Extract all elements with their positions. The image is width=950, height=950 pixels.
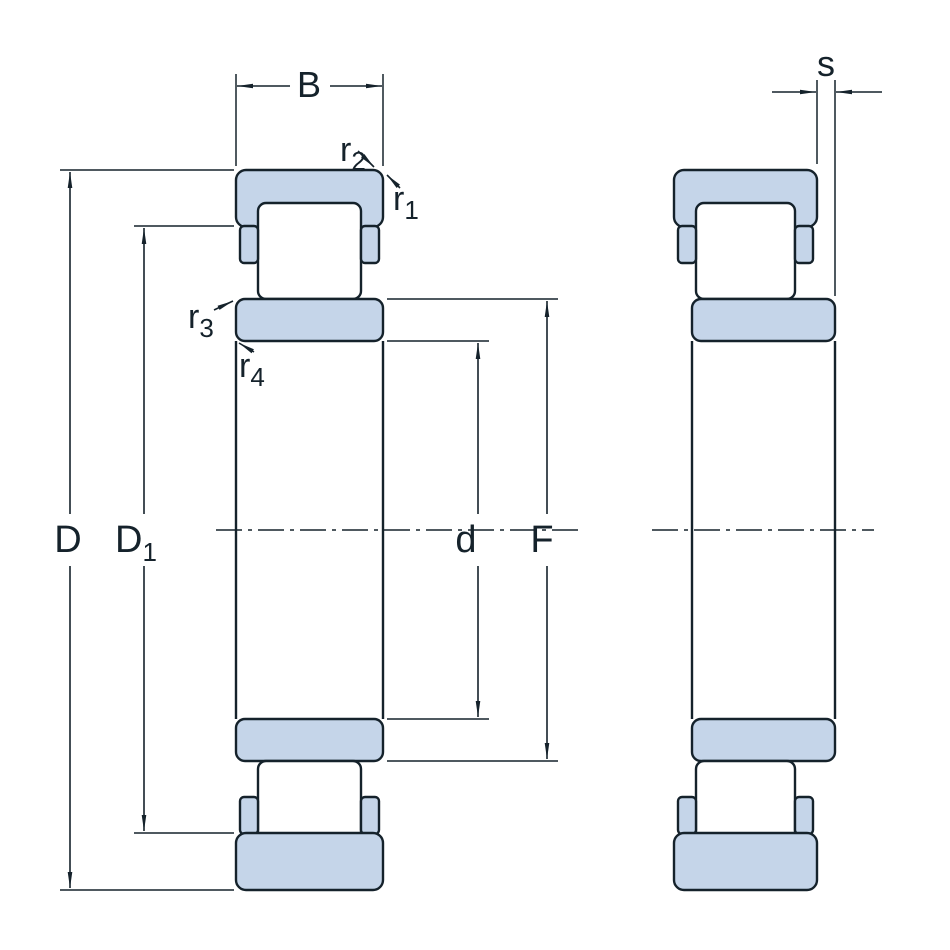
label-r4: r4 (239, 347, 265, 392)
side-roller-top (694, 201, 797, 301)
main-bearing-section (216, 168, 584, 892)
side-flange-bottom-left (676, 795, 698, 836)
outer-ring-flange-top-left (238, 224, 260, 265)
label-d: d (455, 519, 476, 561)
outer-ring-flange-top-right (359, 224, 381, 265)
label-B: B (297, 64, 321, 105)
main-labels: B r2 r1 r3 r4 D D1 d F (54, 64, 553, 567)
dim-D1 (134, 225, 234, 834)
side-flange-bottom-right (793, 795, 815, 836)
dim-B (235, 74, 384, 166)
side-flange-top-left (676, 224, 698, 265)
main-dimensions (60, 74, 558, 891)
inner-ring-top (234, 297, 385, 343)
leader-r4 (238, 342, 255, 354)
label-r3: r3 (188, 298, 214, 343)
inner-ring-bottom (234, 717, 385, 763)
label-r2: r2 (340, 131, 366, 176)
chamfer-leaders (213, 150, 401, 354)
label-r1: r1 (393, 180, 419, 225)
side-inner-ring-top (690, 297, 837, 343)
leader-r2 (357, 150, 375, 168)
leader-r1 (386, 174, 401, 189)
outer-ring-bottom (234, 831, 385, 892)
label-F: F (530, 519, 553, 561)
side-outer-ring-bottom (672, 831, 819, 892)
side-flange-top-right (793, 224, 815, 265)
roller-top (256, 201, 363, 301)
side-inner-ring-bottom (690, 717, 837, 763)
label-s: s (817, 43, 835, 84)
dim-F (387, 298, 558, 762)
side-bearing-section (652, 168, 874, 892)
leader-r3 (213, 300, 234, 311)
dim-d (387, 340, 489, 720)
outer-ring-flange-bottom-left (238, 795, 260, 836)
label-D: D (54, 519, 81, 561)
dim-s: s (772, 43, 882, 296)
label-D1: D1 (115, 519, 157, 567)
dim-D (60, 169, 234, 891)
outer-ring-flange-bottom-right (359, 795, 381, 836)
